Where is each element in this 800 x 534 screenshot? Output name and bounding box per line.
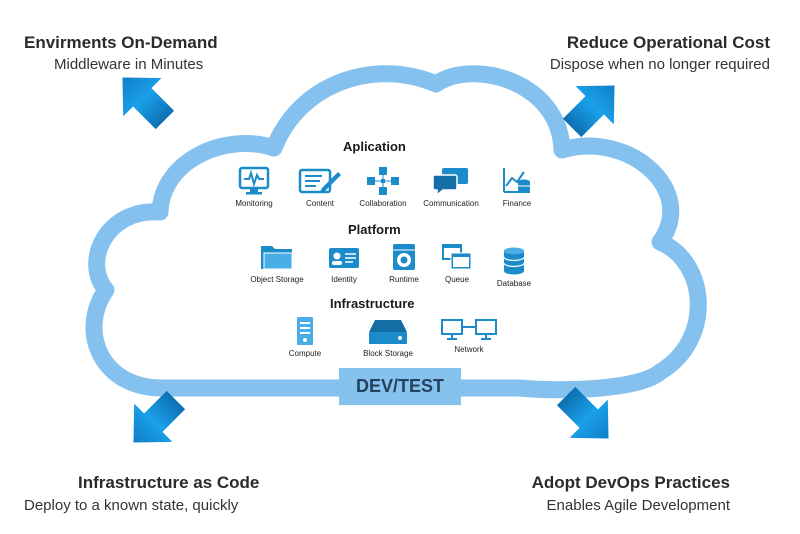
service-label: Queue — [444, 275, 470, 284]
caption-subtitle: Enables Agile Development — [546, 497, 730, 514]
service-label: Compute — [288, 349, 322, 358]
service-label: Finance — [502, 199, 532, 208]
service-monitoring: Monitoring — [209, 166, 299, 208]
service-label: Communication — [423, 199, 479, 208]
caption-top-right: Reduce Operational Cost Dispose when no … — [550, 32, 770, 76]
service-label: Object Storage — [250, 275, 304, 284]
collaboration-icon — [367, 167, 399, 195]
caption-subtitle: Deploy to a known state, quickly — [24, 497, 239, 514]
arrow-bottom-left — [133, 390, 186, 443]
arrow-top-left — [122, 77, 175, 130]
caption-title: Envirments On-Demand — [24, 33, 218, 52]
caption-bottom-right: Adopt DevOps Practices Enables Agile Dev… — [532, 472, 730, 517]
caption-subtitle: Middleware in Minutes — [54, 56, 204, 73]
service-label: Runtime — [389, 275, 419, 284]
arrow-bottom-right — [556, 386, 609, 439]
service-compute: Compute — [260, 316, 350, 358]
service-label: Network — [454, 345, 484, 354]
service-label: Identity — [331, 275, 357, 284]
server-icon — [297, 317, 313, 345]
service-network: Network — [424, 318, 514, 354]
arrow-top-right — [562, 85, 615, 138]
service-label: Database — [496, 279, 532, 288]
caption-title: Infrastructure as Code — [78, 473, 260, 492]
hard-drive-icon — [369, 320, 407, 344]
service-collaboration: Collaboration — [338, 166, 428, 208]
service-label: Content — [305, 199, 335, 208]
service-content: Content — [275, 166, 365, 208]
monitor-icon — [238, 166, 270, 195]
service-object-storage: Object Storage — [232, 242, 322, 284]
caption-subtitle: Dispose when no longer required — [549, 56, 770, 73]
service-label: Block Storage — [363, 349, 413, 358]
service-block-storage: Block Storage — [343, 318, 433, 358]
chat-bubbles-icon — [432, 168, 468, 196]
service-communication: Communication — [406, 166, 496, 208]
network-monitors-icon — [441, 319, 497, 340]
queue-windows-icon — [442, 244, 472, 270]
runtime-disc-icon — [393, 244, 415, 270]
cloud-shape — [85, 65, 707, 399]
section-title-platform: Platform — [348, 222, 401, 237]
caption-title: Reduce Operational Cost — [566, 33, 770, 52]
id-card-icon — [329, 248, 359, 268]
document-edit-icon — [298, 168, 341, 194]
service-database: Database — [469, 246, 559, 288]
caption-title: Adopt DevOps Practices — [531, 473, 730, 492]
database-icon — [503, 247, 525, 275]
service-runtime: Runtime — [359, 242, 449, 284]
caption-bottom-left: Infrastructure as Code Deploy to a known… — [24, 472, 259, 517]
section-title-application: Aplication — [343, 139, 406, 154]
folder-icon — [261, 246, 293, 270]
service-label: Collaboration — [359, 199, 407, 208]
caption-top-left: Envirments On-Demand Middleware in Minut… — [24, 32, 218, 76]
dev-test-badge: DEV/TEST — [339, 368, 461, 405]
service-queue: Queue — [412, 242, 502, 284]
finance-icon — [503, 168, 530, 193]
service-identity: Identity — [299, 242, 389, 284]
service-finance: Finance — [472, 166, 562, 208]
section-title-infrastructure: Infrastructure — [330, 296, 415, 311]
service-label: Monitoring — [235, 199, 273, 208]
